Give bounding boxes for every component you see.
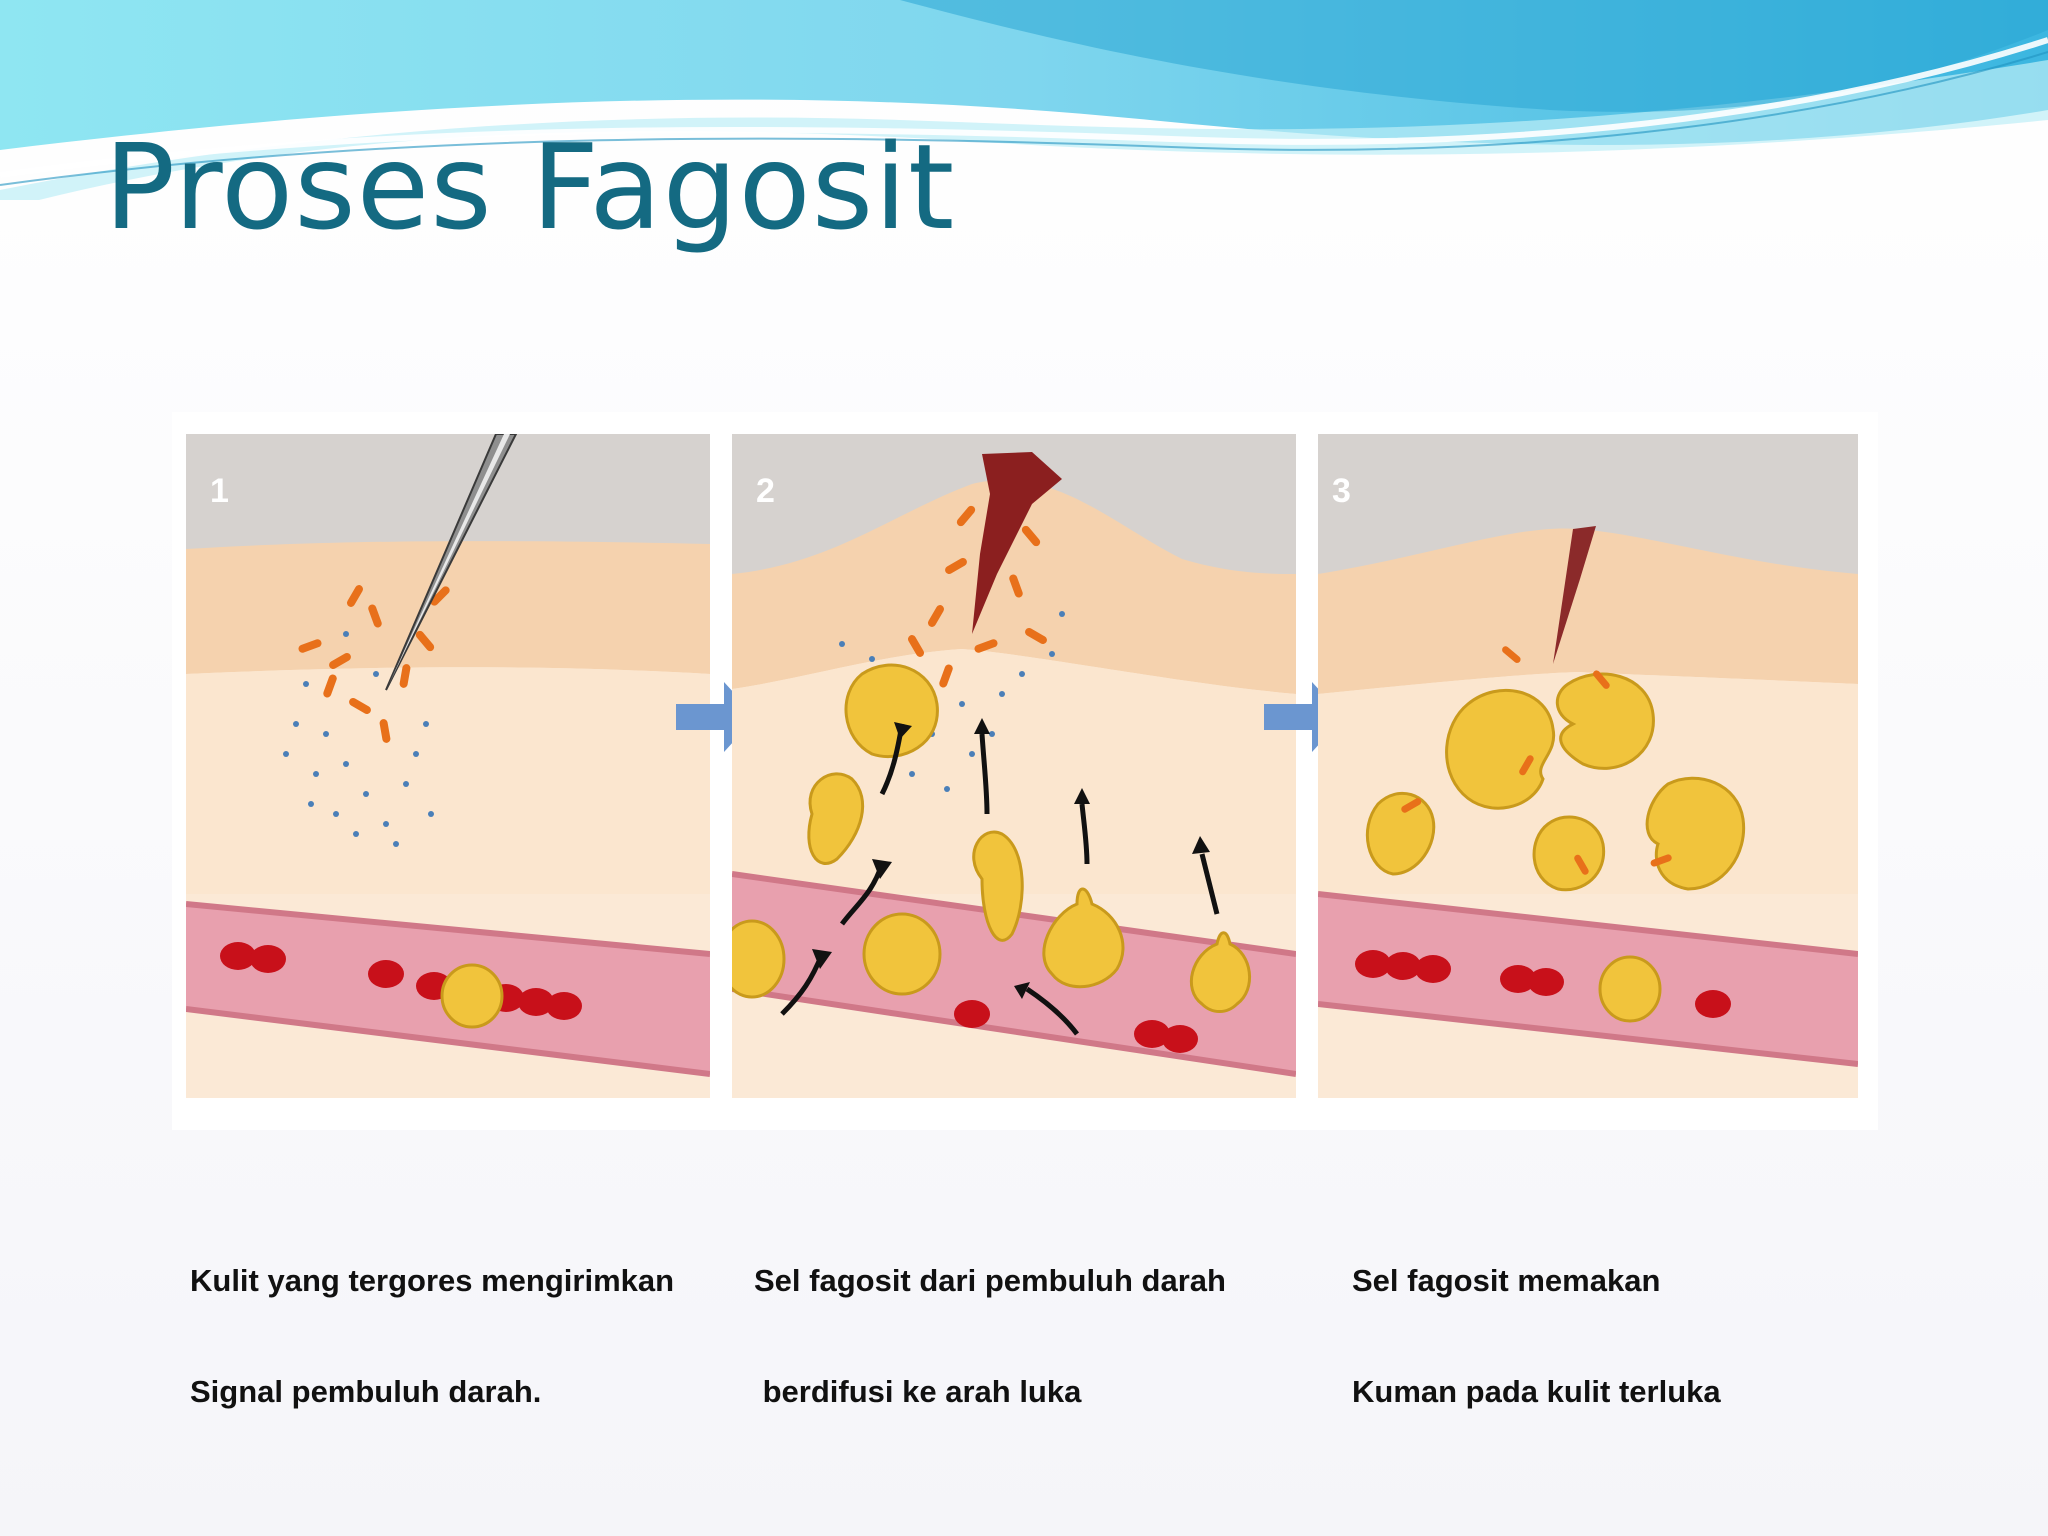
- panel-1-number: 1: [210, 472, 229, 510]
- panel-1-caption-line-2: Signal pembuluh darah.: [190, 1374, 542, 1409]
- panel-3-caption-line-2: Kuman pada kulit terluka: [1352, 1374, 1721, 1409]
- wound-scab-icon: [972, 452, 1062, 634]
- slide-title: Proses Fagosit: [104, 118, 956, 256]
- panel-2-caption-line-2: berdifusi ke arah luka: [754, 1374, 1082, 1409]
- panel-2-caption: Sel fagosit dari pembuluh darah berdifus…: [754, 1188, 1226, 1484]
- needle-icon: [385, 434, 518, 691]
- phagocytosis-figure: 1: [172, 412, 1878, 1130]
- header-wave-banner: [0, 0, 2048, 200]
- panel-3: 3: [1318, 434, 1858, 1098]
- panel-1-caption-line-1: Kulit yang tergores mengirimkan: [190, 1263, 675, 1298]
- panel-2: 2: [732, 434, 1296, 1098]
- panel-3-number: 3: [1332, 472, 1351, 510]
- panel-1-caption: Kulit yang tergores mengirimkan Signal p…: [190, 1188, 674, 1484]
- panel-1: 1: [186, 434, 710, 1098]
- panel-2-caption-line-1: Sel fagosit dari pembuluh darah: [754, 1263, 1226, 1298]
- panel-1-illustration: [186, 434, 710, 1098]
- panel-3-illustration: [1318, 434, 1858, 1098]
- panel-2-illustration: [732, 434, 1296, 1098]
- panel-2-number: 2: [756, 472, 775, 510]
- panel-3-caption: Sel fagosit memakan Kuman pada kulit ter…: [1352, 1188, 1721, 1484]
- wound-scab-icon: [1553, 526, 1596, 664]
- panel-3-caption-line-1: Sel fagosit memakan: [1352, 1263, 1661, 1298]
